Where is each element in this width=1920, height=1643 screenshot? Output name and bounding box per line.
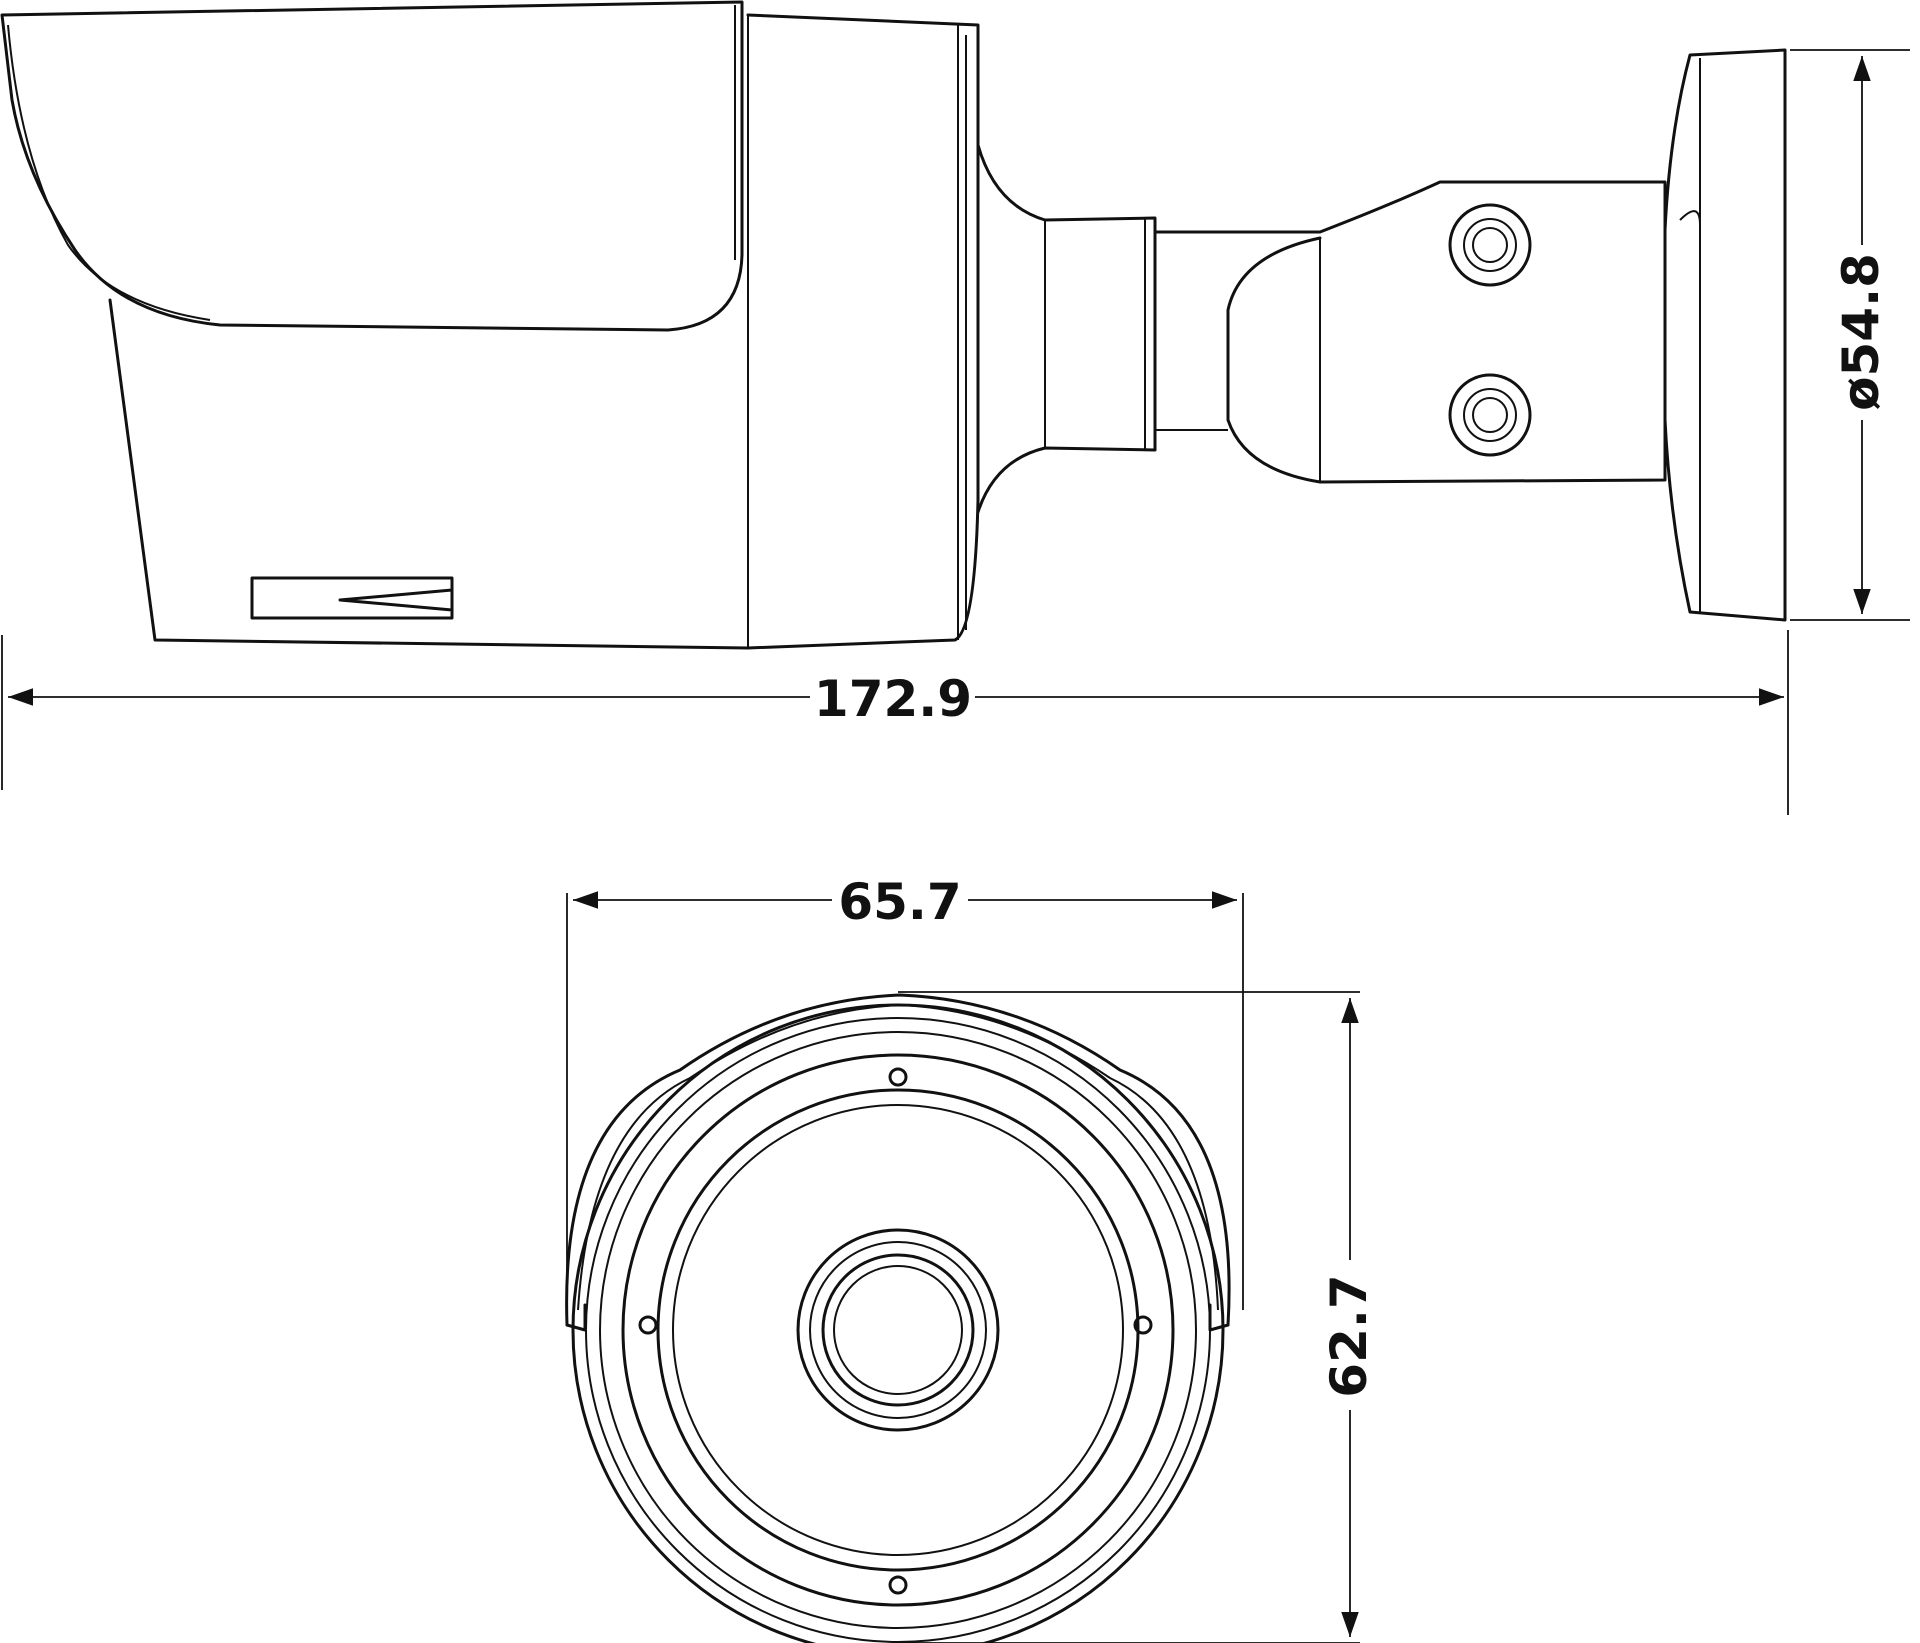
- diameter-label: ø54.8: [1832, 253, 1890, 411]
- mount-screw-top: [1448, 203, 1532, 287]
- wall-plate: [1663, 48, 1787, 622]
- label-slot: [250, 576, 454, 620]
- front-shield-arc: [565, 993, 1231, 1327]
- length-label: 172.9: [814, 670, 972, 728]
- lens-inner: [821, 1253, 975, 1407]
- neck-joint: [976, 143, 1157, 514]
- bezel-ring: [656, 1088, 1140, 1572]
- front-screw-right: [1133, 1315, 1153, 1335]
- height-label: 62.7: [1320, 1274, 1378, 1397]
- outer-ring: [571, 1003, 1225, 1643]
- sun-shield: [0, 0, 744, 332]
- front-screw-bottom: [888, 1575, 908, 1595]
- front-view: [565, 993, 1231, 1643]
- width-dimension: 65.7: [566, 873, 1244, 1320]
- side-view: [0, 0, 1787, 650]
- mount-screw-bottom: [1448, 373, 1532, 457]
- diameter-dimension: ø54.8: [1790, 49, 1910, 621]
- front-screw-top: [888, 1067, 908, 1087]
- lens-outer: [796, 1228, 1000, 1432]
- length-dimension: 172.9: [1, 630, 1789, 815]
- height-dimension: 62.7: [898, 991, 1378, 1643]
- camera-housing: [108, 13, 980, 650]
- front-screw-left: [638, 1315, 658, 1335]
- bracket-arm: [1153, 180, 1667, 484]
- width-label: 65.7: [838, 873, 961, 931]
